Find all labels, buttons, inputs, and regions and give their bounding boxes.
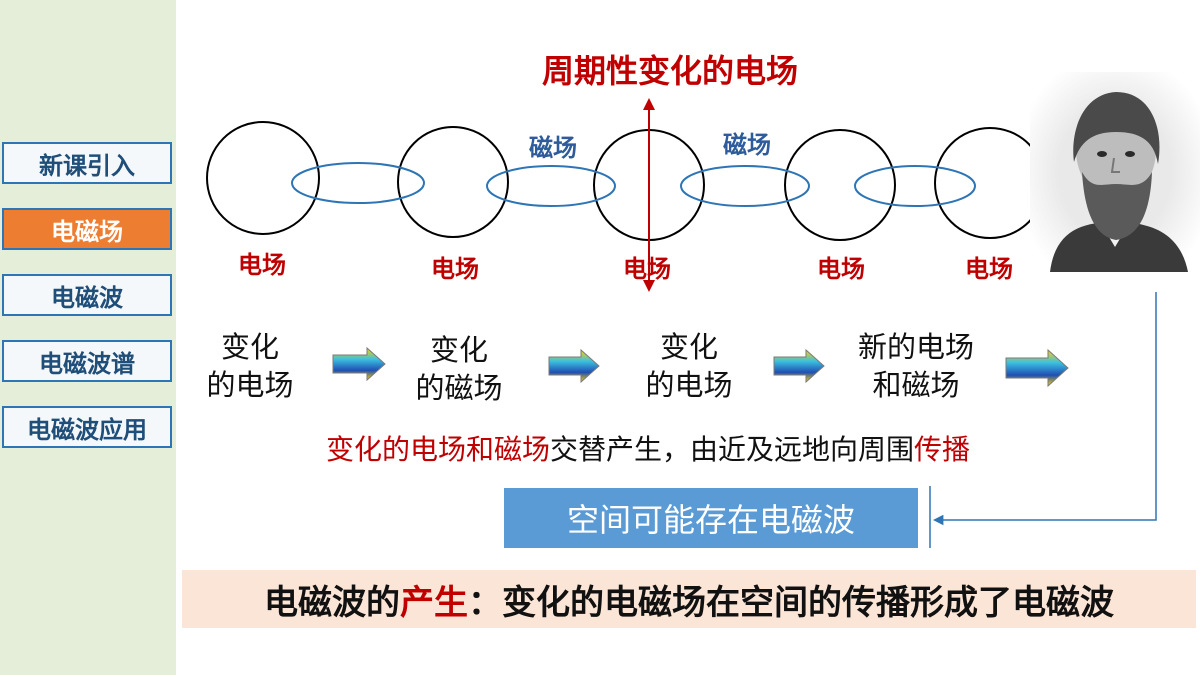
step-arrow-2 [548,348,600,384]
step-4-line1: 新的电场 [857,330,974,364]
electric-field-circle-5 [934,127,1046,239]
step-arrow-3 [773,348,825,384]
em-wave-box: 空间可能存在电磁波 [504,488,918,548]
electric-field-circle-4 [784,129,896,241]
conclusion-part-3: ：变化的电磁场在空间的传播形成了电磁波 [468,582,1114,623]
step-1-line1: 变化 [220,330,279,364]
connector-line [932,292,1157,526]
step-arrow-4 [1005,348,1069,388]
step-4: 新的电场 和磁场 [838,328,994,404]
step-1-line2: 的电场 [206,368,294,402]
conclusion-part-1: 电磁波的 [264,582,400,623]
magnetic-field-loop-2 [486,165,616,207]
electric-field-circle-2 [397,126,509,238]
nav-item-em-spectrum[interactable]: 电磁波谱 [2,340,172,382]
step-3: 变化 的电场 [629,328,749,404]
electric-field-label-5: 电场 [965,255,1013,283]
sentence-part-1: 变化的电场和磁场 [326,433,551,466]
scientist-portrait [1030,72,1200,272]
magnetic-field-label-2: 磁场 [723,131,771,159]
magnetic-field-loop-3 [680,165,810,207]
step-arrow-1 [332,346,386,382]
step-4-line2: 和磁场 [872,368,960,402]
sentence-part-2: 交替产生，由近及远地向周围 [550,433,915,466]
electric-field-circle-1 [206,121,320,235]
step-2-line2: 的磁场 [415,371,503,405]
nav-item-intro[interactable]: 新课引入 [2,142,172,184]
diagram-title: 周期性变化的电场 [541,52,798,90]
propagation-sentence: 变化的电场和磁场交替产生，由近及远地向周围传播 [326,428,1106,468]
step-2-line1: 变化 [429,333,488,367]
sidebar: 新课引入 电磁场 电磁波 电磁波谱 电磁波应用 [0,0,176,675]
sentence-part-3: 传播 [914,433,971,466]
conclusion-part-2: 产生 [400,582,468,623]
electric-field-label-4: 电场 [817,255,865,283]
step-2: 变化 的磁场 [399,331,519,407]
magnetic-field-loop-4 [854,165,976,207]
nav-item-em-wave[interactable]: 电磁波 [2,274,172,316]
electric-field-label-3: 电场 [623,255,671,283]
nav-item-em-field[interactable]: 电磁场 [2,208,172,250]
magnetic-field-label-1: 磁场 [529,134,577,162]
step-3-line1: 变化 [659,330,718,364]
step-3-line2: 的电场 [645,368,733,402]
nav-item-em-application[interactable]: 电磁波应用 [2,406,172,448]
step-1: 变化 的电场 [190,328,310,404]
electric-field-label-1: 电场 [238,251,286,279]
magnetic-field-loop-1 [291,162,425,204]
conclusion-banner: 电磁波的产生：变化的电磁场在空间的传播形成了电磁波 [182,570,1196,628]
electric-field-label-2: 电场 [431,255,479,283]
